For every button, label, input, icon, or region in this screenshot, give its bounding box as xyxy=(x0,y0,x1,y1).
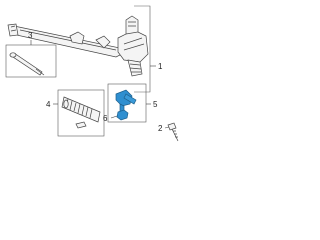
steering-gear-assembly[interactable] xyxy=(7,15,149,77)
callout-1: 1 xyxy=(158,62,163,71)
outer-tie-rod-end[interactable] xyxy=(115,89,137,113)
callout-bracket-1 xyxy=(134,5,151,93)
callout-6: 6 xyxy=(103,114,108,123)
callout-4: 4 xyxy=(46,100,51,109)
inner-tie-rod[interactable] xyxy=(9,52,45,76)
callout-2: 2 xyxy=(158,124,163,133)
tie-rod-nut[interactable] xyxy=(116,109,129,121)
callout-box-3 xyxy=(5,44,57,78)
leader-line-2 xyxy=(164,126,170,129)
parts-diagram: 1 2 3 4 5 6 xyxy=(5,5,179,142)
leader-line-6 xyxy=(110,115,118,119)
callout-box-4 xyxy=(57,89,105,137)
callout-5: 5 xyxy=(153,100,158,109)
bolt[interactable] xyxy=(167,122,179,142)
steering-rack-boot[interactable] xyxy=(61,96,101,129)
callout-box-5 xyxy=(107,83,147,123)
callout-3: 3 xyxy=(28,31,33,40)
